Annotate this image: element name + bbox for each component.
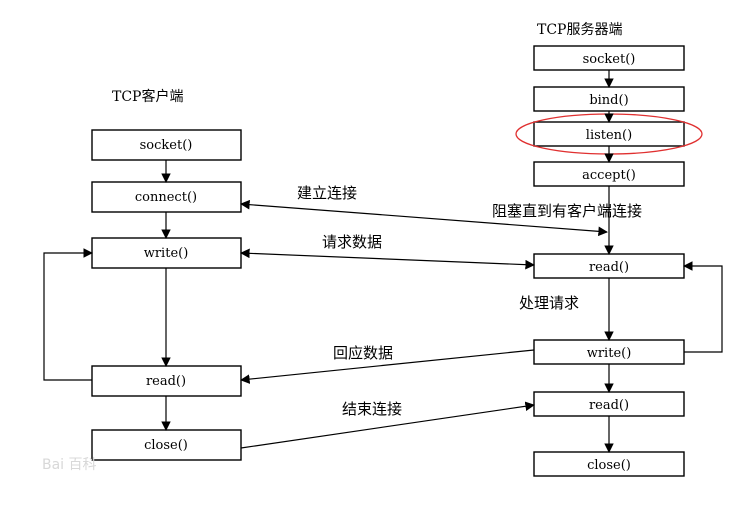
client-write-box: write() <box>91 237 242 269</box>
label-end: 结束连接 <box>342 400 402 418</box>
server-accept-box: accept() <box>533 161 685 187</box>
client-socket-box: socket() <box>91 129 242 161</box>
server-listen-label: listen() <box>586 128 632 143</box>
label-process: 处理请求 <box>519 294 579 312</box>
server-write-label: write() <box>587 346 632 361</box>
client-close-label: close() <box>144 438 188 453</box>
client-read-label: read() <box>146 374 186 389</box>
arrow-end-connection <box>240 401 535 449</box>
server-close-box: close() <box>533 451 685 477</box>
label-establish: 建立连接 <box>297 184 357 202</box>
server-read2-box: read() <box>533 391 685 417</box>
label-blocking: 阻塞直到有客户端连接 <box>492 202 642 220</box>
arrow-response-data <box>240 349 535 384</box>
client-socket-label: socket() <box>140 138 193 153</box>
arrow-request-data <box>240 248 535 270</box>
client-write-label: write() <box>144 246 189 261</box>
server-bind-label: bind() <box>589 93 628 108</box>
client-read-box: read() <box>91 365 242 397</box>
label-request: 请求数据 <box>322 233 382 251</box>
server-socket-label: socket() <box>583 52 636 67</box>
server-listen-box: listen() <box>533 121 685 147</box>
server-socket-box: socket() <box>533 45 685 71</box>
server-read2-label: read() <box>589 398 629 413</box>
client-close-box: close() <box>91 429 242 461</box>
client-connect-box: connect() <box>91 181 242 213</box>
watermark: Bai 百科 <box>42 457 97 473</box>
server-bind-box: bind() <box>533 86 685 112</box>
server-write-box: write() <box>533 339 685 365</box>
server-accept-label: accept() <box>582 168 636 183</box>
server-close-label: close() <box>587 458 631 473</box>
server-read1-box: read() <box>533 253 685 279</box>
server-title: TCP服务器端 <box>537 22 622 38</box>
client-connect-label: connect() <box>135 190 197 205</box>
client-title: TCP客户端 <box>112 88 183 105</box>
arrow-establish-connection <box>240 199 608 237</box>
server-read1-label: read() <box>589 260 629 275</box>
arrow-server-loop <box>683 261 723 353</box>
arrow-client-loop <box>43 248 93 381</box>
label-response: 回应数据 <box>333 344 393 362</box>
